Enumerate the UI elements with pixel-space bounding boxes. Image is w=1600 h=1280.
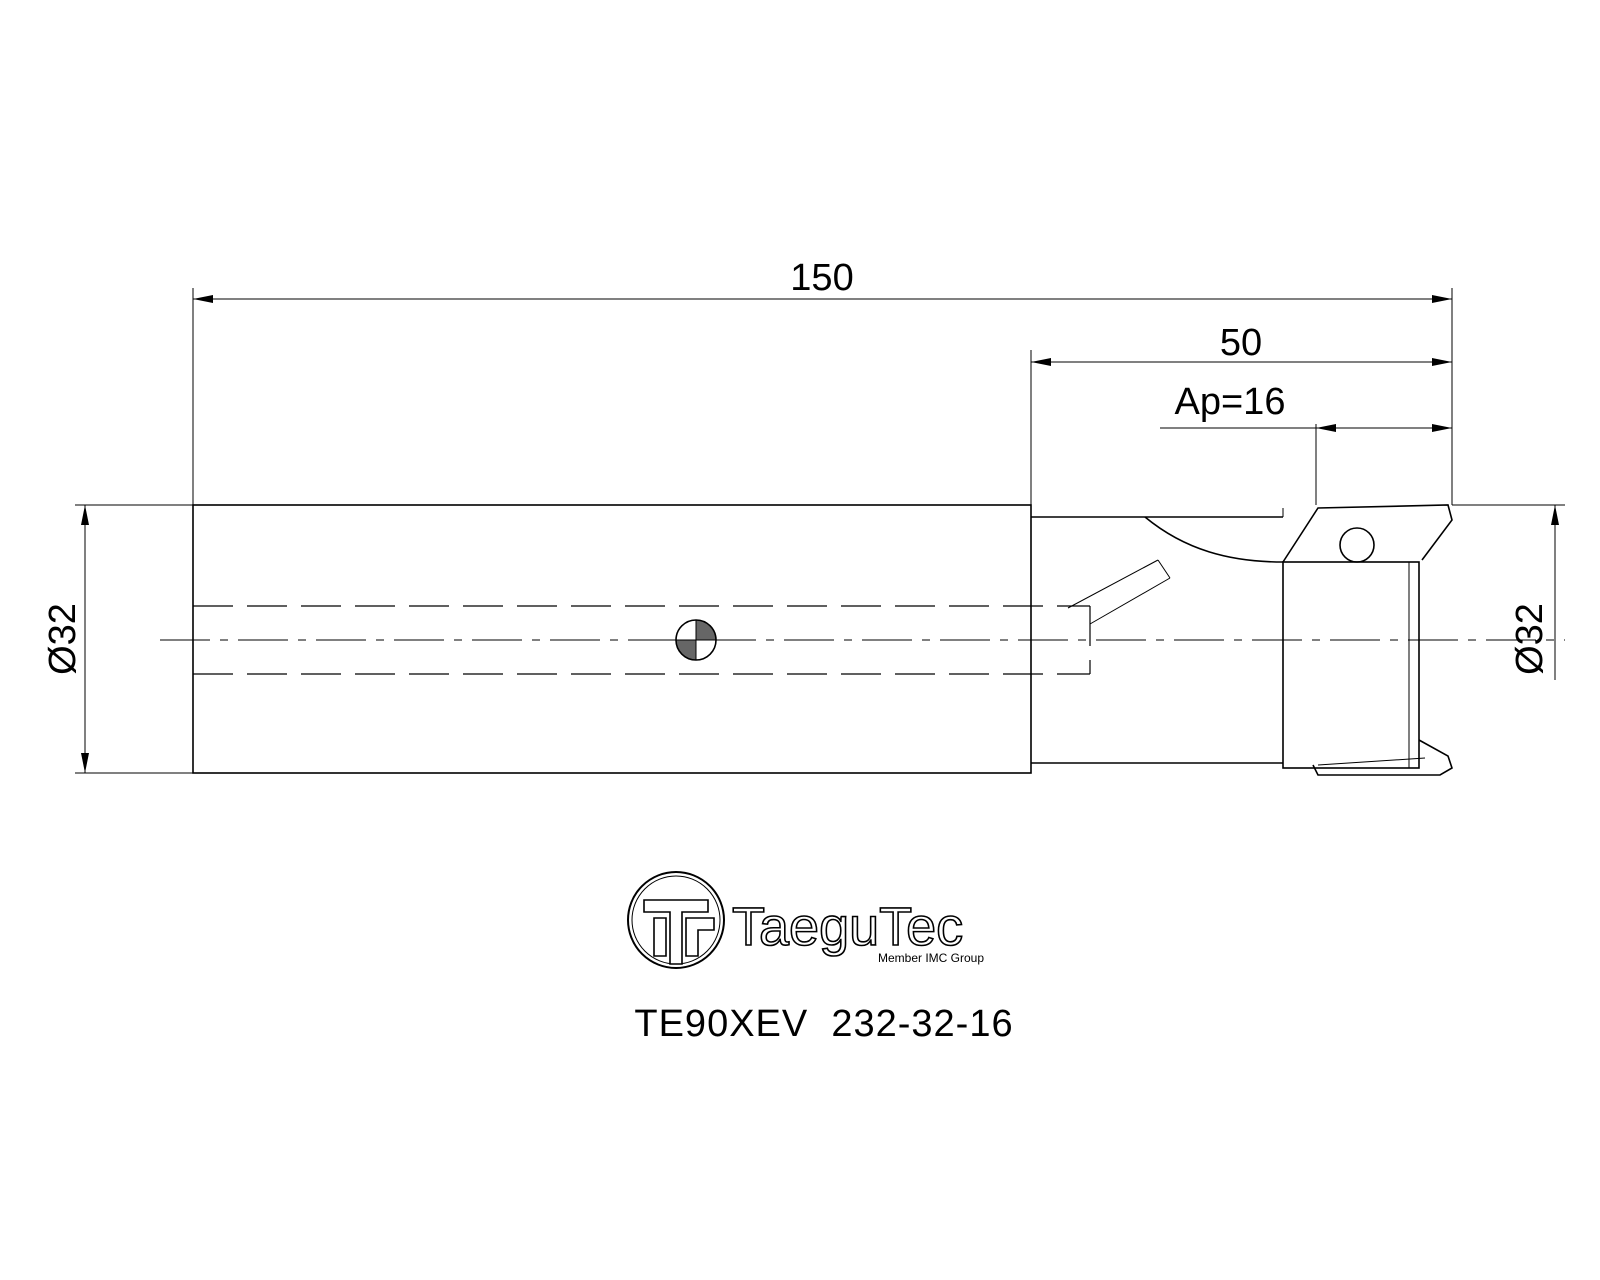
- brand-tagline: Member IMC Group: [878, 951, 984, 965]
- depth-of-cut-label: Ap=16: [1175, 381, 1286, 423]
- dimension-shank-diameter: Ø32: [42, 504, 193, 774]
- dimension-depth-of-cut: Ap=16: [1160, 381, 1452, 505]
- taegutec-logo: TaeguTec Member IMC Group: [627, 871, 984, 969]
- cutting-diameter-label: Ø32: [1509, 603, 1551, 675]
- dimension-cutting-diameter: Ø32: [1452, 504, 1565, 680]
- tt-emblem-icon: [627, 871, 725, 969]
- tool-neck: [1031, 508, 1284, 764]
- model-code: TE90XEV 232-32-16: [634, 1003, 1013, 1045]
- flute-length-label: 50: [1220, 322, 1262, 364]
- overall-length-label: 150: [790, 257, 853, 299]
- center-of-gravity-icon: [675, 619, 717, 661]
- dimension-overall-length: 150: [192, 257, 1453, 505]
- shank-diameter-label: Ø32: [42, 603, 84, 675]
- cutting-insert: [1282, 504, 1453, 776]
- dimension-flute-length: 50: [1030, 322, 1452, 505]
- brand-name: TaeguTec: [732, 897, 963, 957]
- tool-shank: [192, 504, 1091, 774]
